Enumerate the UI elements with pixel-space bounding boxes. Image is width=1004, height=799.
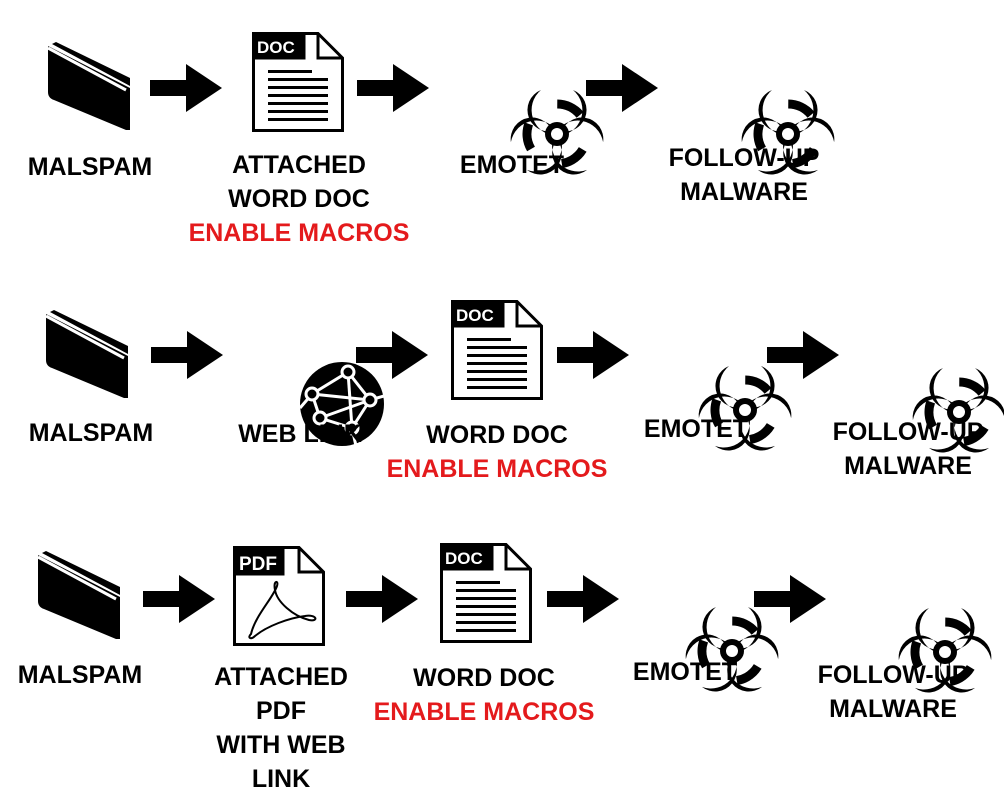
step-label-malspam: MALSPAM — [17, 661, 143, 689]
step-label-malspam: MALSPAM — [28, 419, 154, 447]
pdf-file-icon-graphic: PDF — [233, 546, 325, 646]
pdf-badge-text: PDF — [239, 554, 277, 575]
doc-badge-text: DOC — [445, 549, 483, 568]
biohazard-icon — [841, 552, 945, 652]
right-arrow-icon — [346, 573, 418, 630]
doc-badge-text: DOC — [456, 306, 494, 325]
step-label-emotet: EMOTET — [643, 415, 749, 443]
right-arrow-icon — [754, 573, 826, 630]
word-doc-file-icon-graphic: DOC — [440, 543, 532, 643]
step-label-web-link: WEB LINK — [238, 420, 362, 448]
right-arrow-icon-graphic — [346, 573, 418, 625]
pdf-file-icon: PDF — [233, 546, 325, 646]
enable-macros-warning: ENABLE MACROS — [188, 219, 410, 247]
biohazard-icon-graphic — [628, 551, 732, 651]
word-doc-file-icon-graphic: DOC — [252, 32, 344, 132]
step-label-malspam: MALSPAM — [27, 153, 153, 181]
biohazard-icon — [628, 551, 732, 651]
right-arrow-icon — [143, 573, 215, 630]
step-label-emotet: EMOTET — [459, 151, 565, 179]
biohazard-icon-graphic — [841, 552, 945, 652]
step-label-emotet: EMOTET — [632, 658, 738, 686]
word-doc-file-icon: DOC — [440, 543, 532, 643]
email-envelope-icon-graphic — [36, 547, 122, 639]
word-doc-file-icon-graphic: DOC — [451, 300, 543, 400]
right-arrow-icon — [547, 573, 619, 630]
word-doc-file-icon: DOC — [451, 300, 543, 400]
right-arrow-icon-graphic — [754, 573, 826, 625]
right-arrow-icon-graphic — [547, 573, 619, 625]
email-envelope-icon — [36, 547, 122, 639]
enable-macros-warning: ENABLE MACROS — [386, 455, 608, 483]
doc-badge-text: DOC — [257, 38, 295, 57]
right-arrow-icon-graphic — [143, 573, 215, 625]
enable-macros-warning: ENABLE MACROS — [373, 698, 595, 726]
word-doc-file-icon: DOC — [252, 32, 344, 132]
